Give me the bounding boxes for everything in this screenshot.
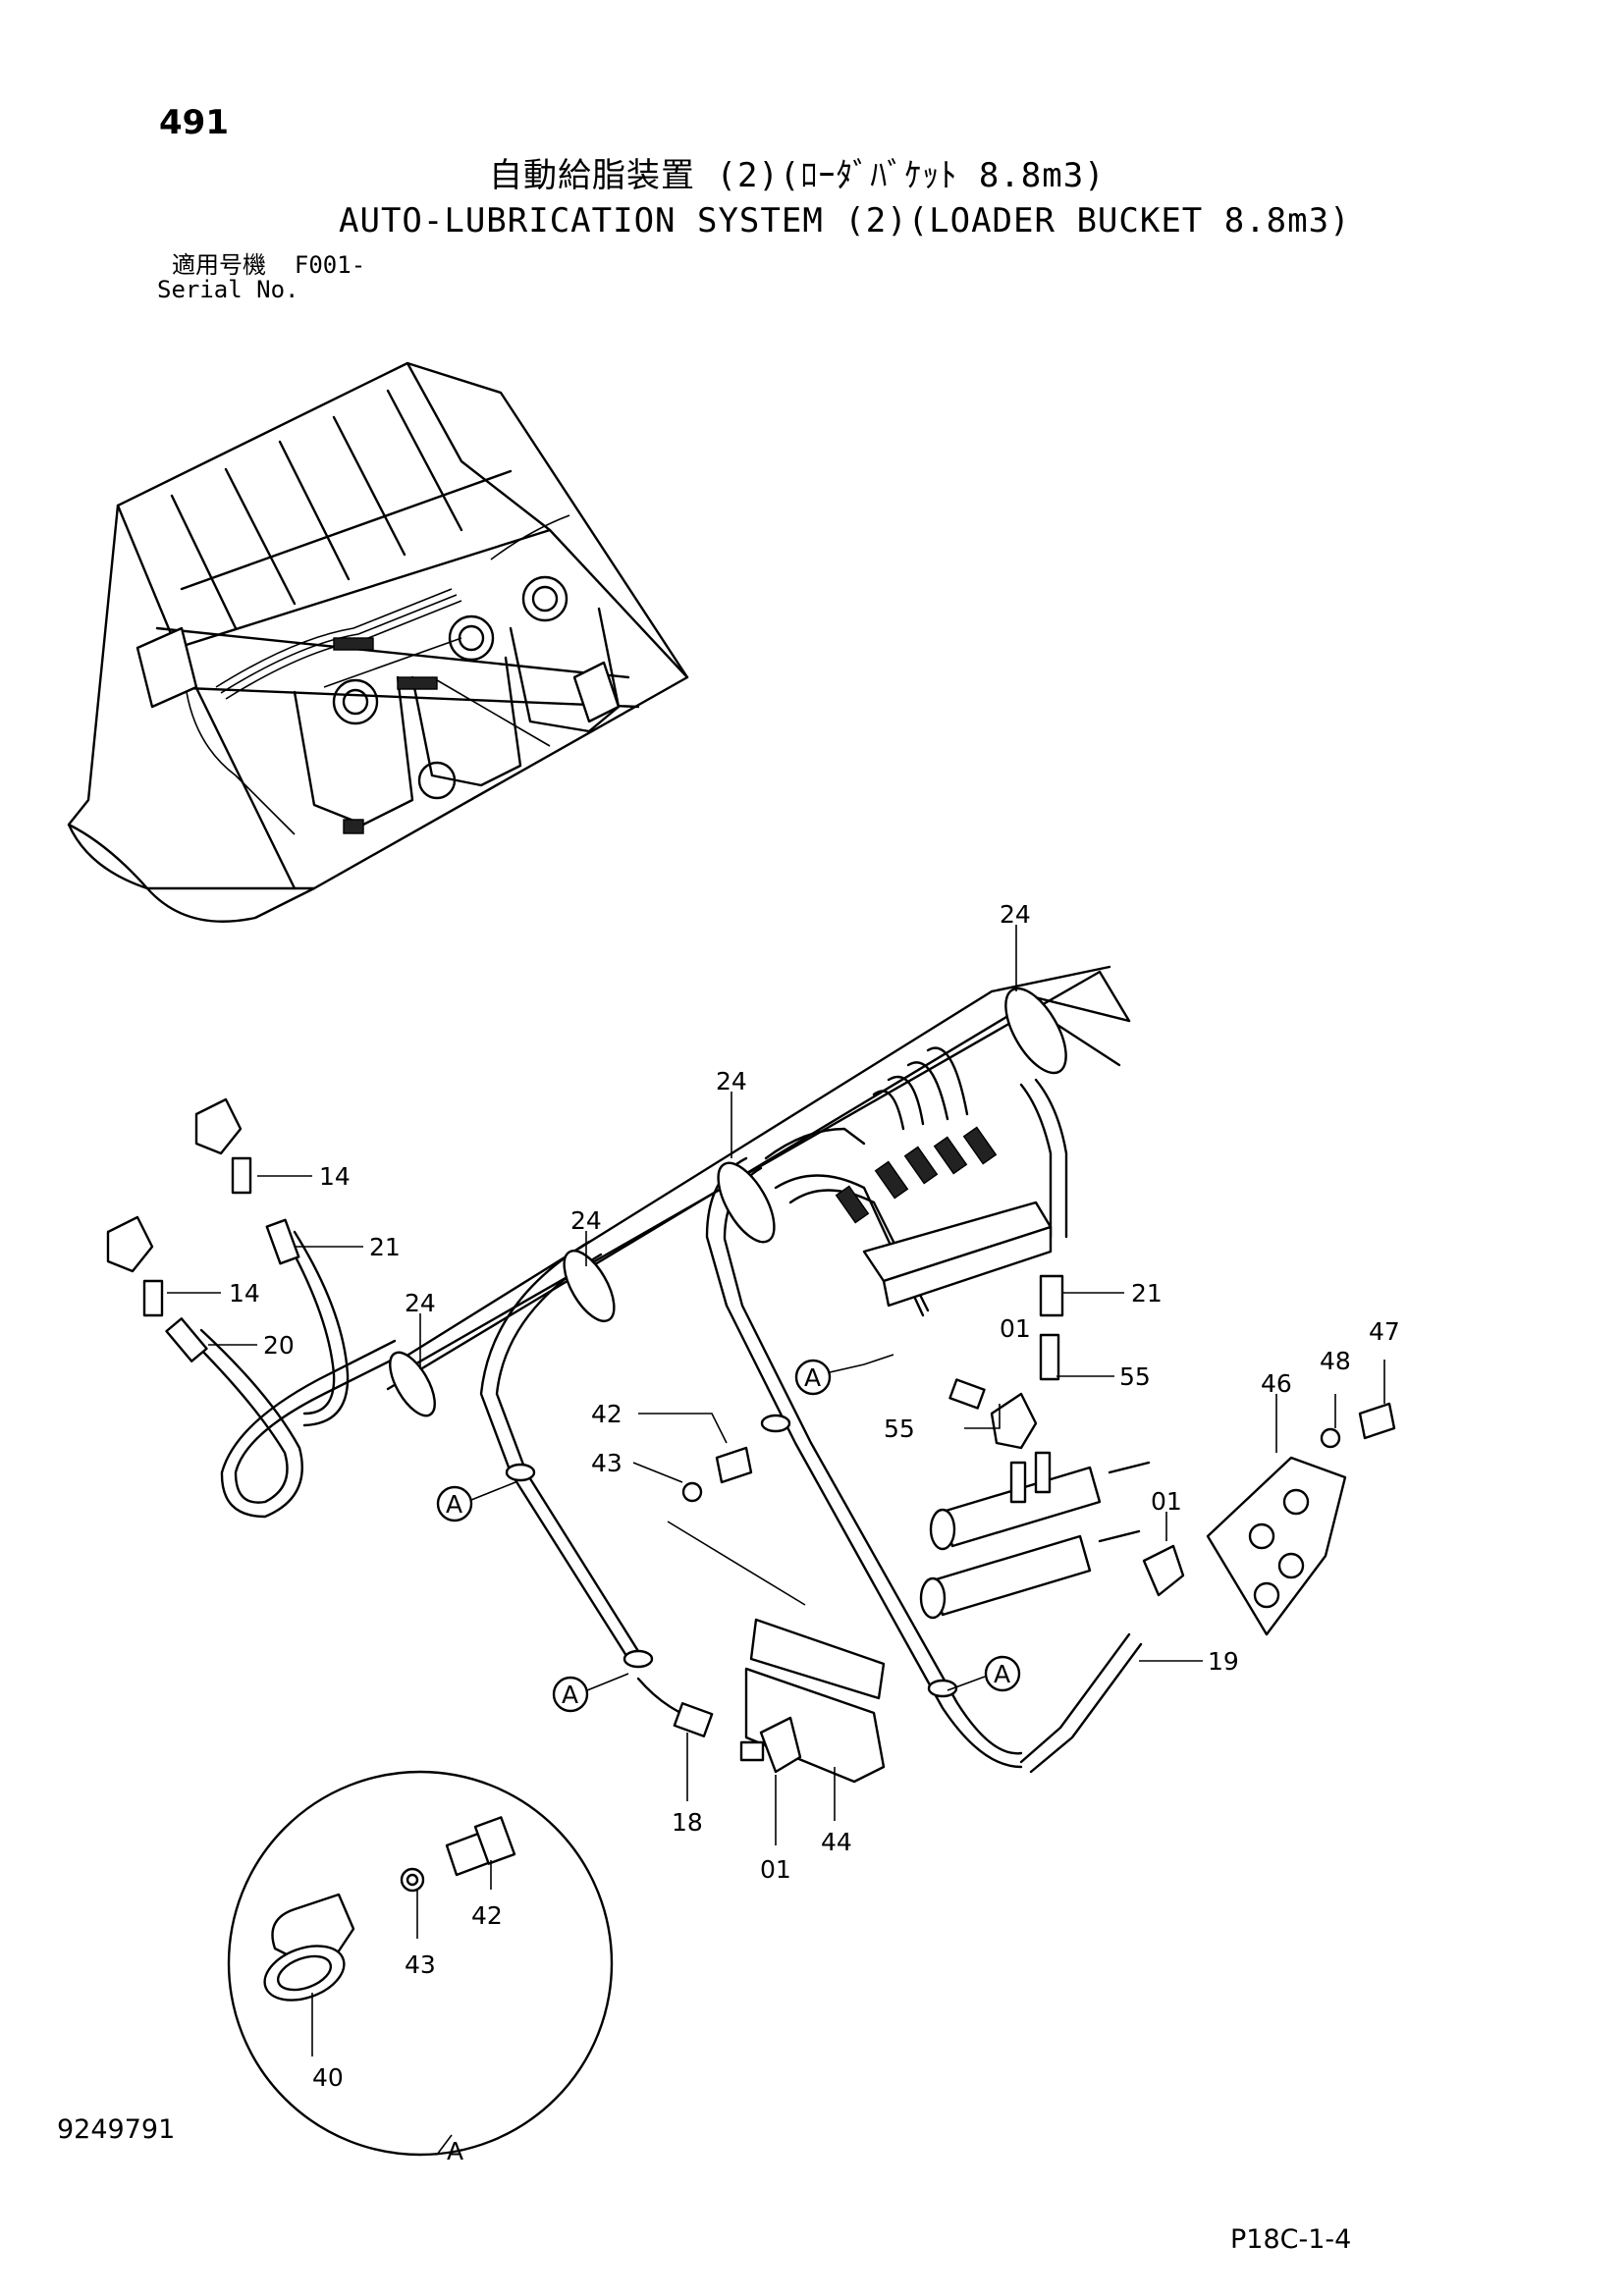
callout-24: 24 [716,1067,747,1095]
serial-value: F001- [294,251,366,279]
callout-14: 14 [319,1162,351,1191]
callout-42: 42 [591,1400,623,1428]
callout-24: 24 [405,1289,436,1317]
detail-markers: A A A A A [436,1354,1021,2165]
callout-43: 43 [591,1449,623,1477]
callout-42: 42 [471,1901,503,1930]
callout-21: 21 [369,1233,401,1261]
callout-48: 48 [1320,1347,1351,1375]
callout-leaders [167,925,1385,2156]
document-number: 9249791 [57,2114,176,2145]
callout-40: 40 [312,2063,344,2092]
callout-14: 14 [229,1279,260,1308]
detail-marker-a: A [804,1363,821,1392]
callout-01: 01 [1000,1314,1031,1343]
callout-24: 24 [570,1206,602,1235]
page-number: 491 [159,103,229,142]
detail-marker-a: A [446,1490,462,1519]
callout-labels: 24 24 24 24 14 21 14 20 21 01 55 55 42 4… [229,900,1400,2092]
callout-43: 43 [405,1950,436,1979]
callout-24: 24 [1000,900,1031,929]
callout-01: 01 [1151,1487,1182,1516]
callout-19: 19 [1208,1647,1239,1676]
callout-20: 20 [263,1331,295,1360]
title-japanese: 自動給脂装置 (2)(ﾛｰﾀﾞﾊﾞｹｯﾄ 8.8m3) [489,156,1106,195]
callout-47: 47 [1369,1317,1400,1346]
detail-view-label: A [447,2137,463,2165]
detail-a-view [227,1770,614,2157]
callout-44: 44 [821,1828,852,1856]
callout-21: 21 [1131,1279,1163,1308]
callout-18: 18 [672,1808,703,1837]
serial-label-en: Serial No. [157,276,299,303]
title-english: AUTO-LUBRICATION SYSTEM (2)(LOADER BUCKE… [339,201,1351,240]
callout-55: 55 [1119,1362,1151,1391]
callout-01: 01 [760,1855,791,1884]
callout-46: 46 [1261,1369,1292,1398]
serial-row-japanese: 適用号機 F001- [172,253,365,277]
bucket-overview-illustration [67,361,689,923]
lube-line-assembly-illustration [106,965,1396,1784]
callout-55: 55 [884,1415,915,1443]
serial-label-jp: 適用号機 [172,251,266,279]
page-code: P18C-1-4 [1230,2224,1352,2255]
detail-marker-a: A [994,1660,1010,1688]
detail-marker-a: A [562,1681,578,1709]
